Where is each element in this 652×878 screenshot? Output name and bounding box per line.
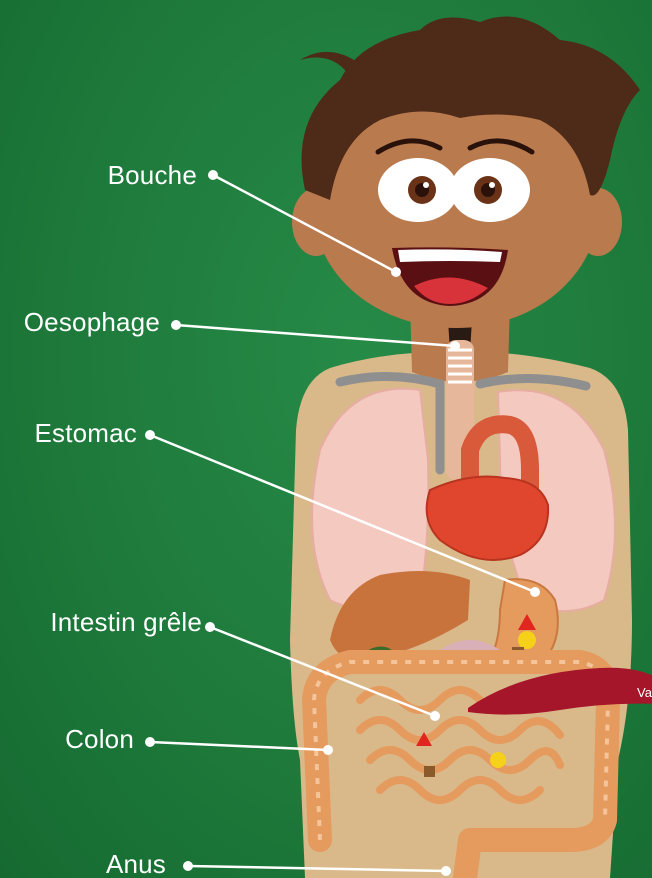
teeth	[398, 249, 502, 262]
dot-bouche-end	[391, 267, 401, 277]
hair-tuft	[300, 52, 360, 80]
dot-intestin-end	[430, 711, 440, 721]
dot-bouche-start	[208, 170, 218, 180]
dot-intestin-start	[205, 622, 215, 632]
label-intestin-grele: Intestin grêle	[50, 607, 202, 638]
label-anus: Anus	[106, 849, 166, 878]
stomach-yellow-dot	[518, 631, 536, 649]
dot-colon-start	[145, 737, 155, 747]
dot-oesophage-start	[171, 320, 181, 330]
dot-oesophage-end	[450, 341, 460, 351]
right-eye-glint	[489, 182, 495, 188]
dot-estomac-end	[530, 587, 540, 597]
label-oesophage: Oesophage	[24, 307, 160, 338]
label-colon: Colon	[65, 724, 134, 755]
dot-anus-end	[441, 866, 451, 876]
dot-colon-end	[323, 745, 333, 755]
left-eye-glint	[423, 182, 429, 188]
intestine-yellow-dot	[490, 752, 506, 768]
label-estomac: Estomac	[34, 418, 137, 449]
dot-estomac-start	[145, 430, 155, 440]
label-bouche: Bouche	[108, 160, 197, 191]
intestine-brown-square	[424, 766, 435, 777]
dot-anus-start	[183, 861, 193, 871]
cut-off-sign-text: Va	[637, 685, 652, 700]
